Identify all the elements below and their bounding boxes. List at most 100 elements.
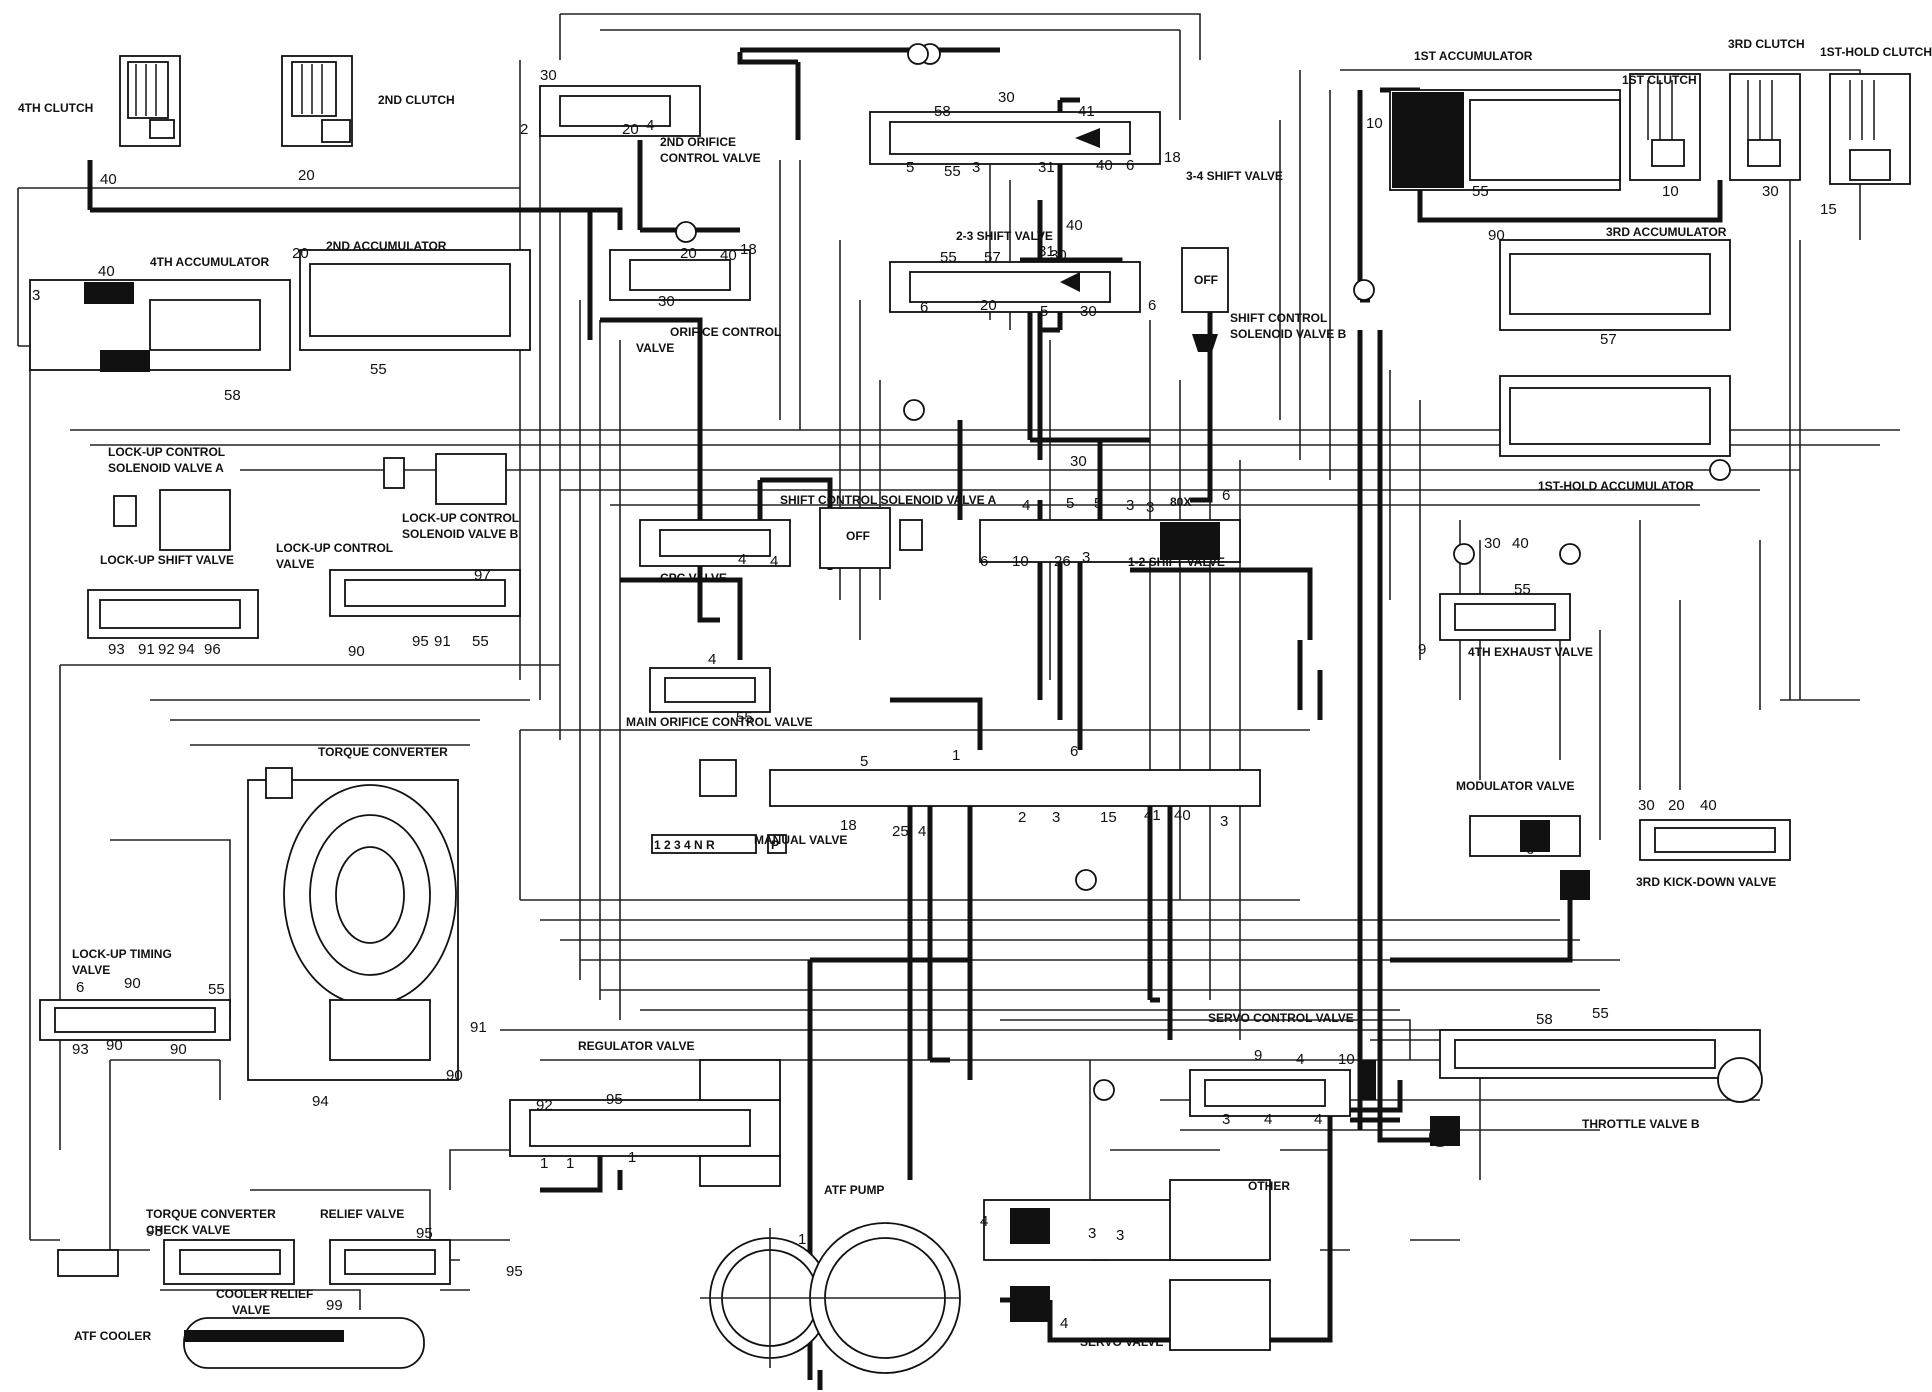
label-lockup-shift-valve: LOCK-UP SHIFT VALVE xyxy=(100,553,234,567)
port-number: 57 xyxy=(1600,331,1617,348)
port-number: 1 xyxy=(540,1155,548,1172)
valve-throttle-b xyxy=(1439,1029,1763,1103)
label-4th-accumulator: 4TH ACCUMULATOR xyxy=(150,255,269,269)
label-shift-solenoid-b-a: SHIFT CONTROL xyxy=(1230,311,1327,325)
valve-torque-converter-check xyxy=(163,1239,295,1285)
label-2nd-orifice-b: CONTROL VALVE xyxy=(660,151,761,165)
label-park: P xyxy=(771,838,779,852)
port-number: 55 xyxy=(1592,1005,1609,1022)
label-atf-pump: ATF PUMP xyxy=(824,1183,884,1197)
label-lockup-control-b: VALVE xyxy=(276,557,314,571)
port-number: 30 xyxy=(1638,797,1655,814)
port-number: 95 xyxy=(606,1091,623,1108)
port-number: 93 xyxy=(146,1223,163,1240)
port-number: 90 xyxy=(124,975,141,992)
port-number: 5 xyxy=(906,159,914,176)
label-manual-valve: MANUAL VALVE xyxy=(754,833,847,847)
valve-servo xyxy=(983,1179,1271,1351)
label-shift-solenoid-b-b: SOLENOID VALVE B xyxy=(1230,327,1347,341)
label-shift-solenoid-a: SHIFT CONTROL SOLENOID VALVE A xyxy=(780,493,997,507)
label-luc-a-b: SOLENOID VALVE A xyxy=(108,461,224,475)
port-number: 55 xyxy=(940,249,957,266)
port-number: 4 xyxy=(1264,1111,1272,1128)
port-number: 30 xyxy=(658,293,675,310)
port-number: 40 xyxy=(1512,535,1529,552)
label-throttle-valve-b: THROTTLE VALVE B xyxy=(1582,1117,1700,1131)
valve-3-4-shift xyxy=(869,111,1161,165)
valve-servo-control xyxy=(1189,1069,1351,1117)
port-number: 25 xyxy=(892,823,909,840)
label-servo-valve: SERVO VALVE xyxy=(1080,1335,1163,1349)
port-number: 20 xyxy=(292,245,309,262)
lockup-control-solenoid-a xyxy=(113,489,231,551)
port-number: 99 xyxy=(326,1297,343,1314)
label-3rd-clutch: 3RD CLUTCH xyxy=(1728,37,1805,51)
port-number: 10 xyxy=(1662,183,1679,200)
port-number: 31 xyxy=(1038,243,1055,260)
port-number: 3 xyxy=(1116,1227,1124,1244)
valve-1-2-shift xyxy=(979,519,1241,563)
port-number: 1 xyxy=(798,1231,806,1248)
label-80x: 80X xyxy=(1170,495,1191,509)
valve-cpc xyxy=(639,519,791,567)
port-number: 93 xyxy=(108,641,125,658)
atf-pump xyxy=(700,1222,961,1374)
label-3rd-kickdown-valve: 3RD KICK-DOWN VALVE xyxy=(1636,875,1776,889)
valve-3rd-kickdown xyxy=(1639,819,1791,861)
label-tc-check-a: TORQUE CONVERTER xyxy=(146,1207,276,1221)
port-number: 30 xyxy=(1070,453,1087,470)
port-number: 5 xyxy=(1040,303,1048,320)
port-number: 6 xyxy=(1526,841,1534,858)
port-number: 55 xyxy=(208,981,225,998)
label-relief-valve: RELIEF VALVE xyxy=(320,1207,404,1221)
port-number: 40 xyxy=(98,263,115,280)
valve-4th-exhaust xyxy=(1439,593,1571,641)
port-number: 20 xyxy=(1668,797,1685,814)
port-number: 55 xyxy=(944,163,961,180)
port-number: 41 xyxy=(1144,807,1161,824)
label-1st-accumulator: 1ST ACCUMULATOR xyxy=(1414,49,1533,63)
port-number: 40 xyxy=(1096,157,1113,174)
port-number: 92 xyxy=(158,641,175,658)
port-number: 18 xyxy=(740,241,757,258)
port-number: 4 xyxy=(708,651,716,668)
port-number: 90 xyxy=(348,643,365,660)
valve-relief xyxy=(329,1239,451,1285)
label-cpc-valve: CPC VALVE xyxy=(660,571,727,585)
shift-control-solenoid-b xyxy=(1181,247,1229,352)
label-lockup-timing-b: VALVE xyxy=(72,963,110,977)
port-number: 4 xyxy=(1296,1051,1304,1068)
port-number: 3 xyxy=(1222,1111,1230,1128)
port-number: 58 xyxy=(224,387,241,404)
clutch-1st-hold xyxy=(1829,73,1911,185)
port-number: 91 xyxy=(434,633,451,650)
port-number: 91 xyxy=(470,1019,487,1036)
port-number: 4 xyxy=(1022,497,1030,514)
port-number: 3 xyxy=(1052,809,1060,826)
port-number: 40 xyxy=(1174,807,1191,824)
port-number: 30 xyxy=(1484,535,1501,552)
port-number: 20 xyxy=(622,121,639,138)
valve-manual xyxy=(651,759,1261,854)
port-number: 1 xyxy=(628,1149,636,1166)
label-4th-clutch: 4TH CLUTCH xyxy=(18,101,93,115)
port-number: 20 xyxy=(680,245,697,262)
valve-2-3-shift xyxy=(889,261,1141,313)
label-luc-a-a: LOCK-UP CONTROL xyxy=(108,445,225,459)
port-number: 6 xyxy=(1070,743,1078,760)
port-number: 94 xyxy=(178,641,195,658)
accumulator-2nd xyxy=(299,249,531,351)
label-off-b: OFF xyxy=(1194,273,1218,287)
label-luc-b-b: SOLENOID VALVE B xyxy=(402,527,519,541)
port-number: 6 xyxy=(980,553,988,570)
port-number: 30 xyxy=(540,67,557,84)
port-number: 2 xyxy=(520,121,528,138)
clutch-3rd xyxy=(1729,73,1801,181)
valve-regulator xyxy=(509,1059,781,1187)
port-number: 3 xyxy=(1220,813,1228,830)
label-cooler-relief-a: COOLER RELIEF xyxy=(216,1287,313,1301)
port-number: 6 xyxy=(920,299,928,316)
port-number: 90 xyxy=(1488,227,1505,244)
component-labels: 4TH CLUTCH 2ND CLUTCH 1ST ACCUMULATOR 1S… xyxy=(18,37,1932,1349)
